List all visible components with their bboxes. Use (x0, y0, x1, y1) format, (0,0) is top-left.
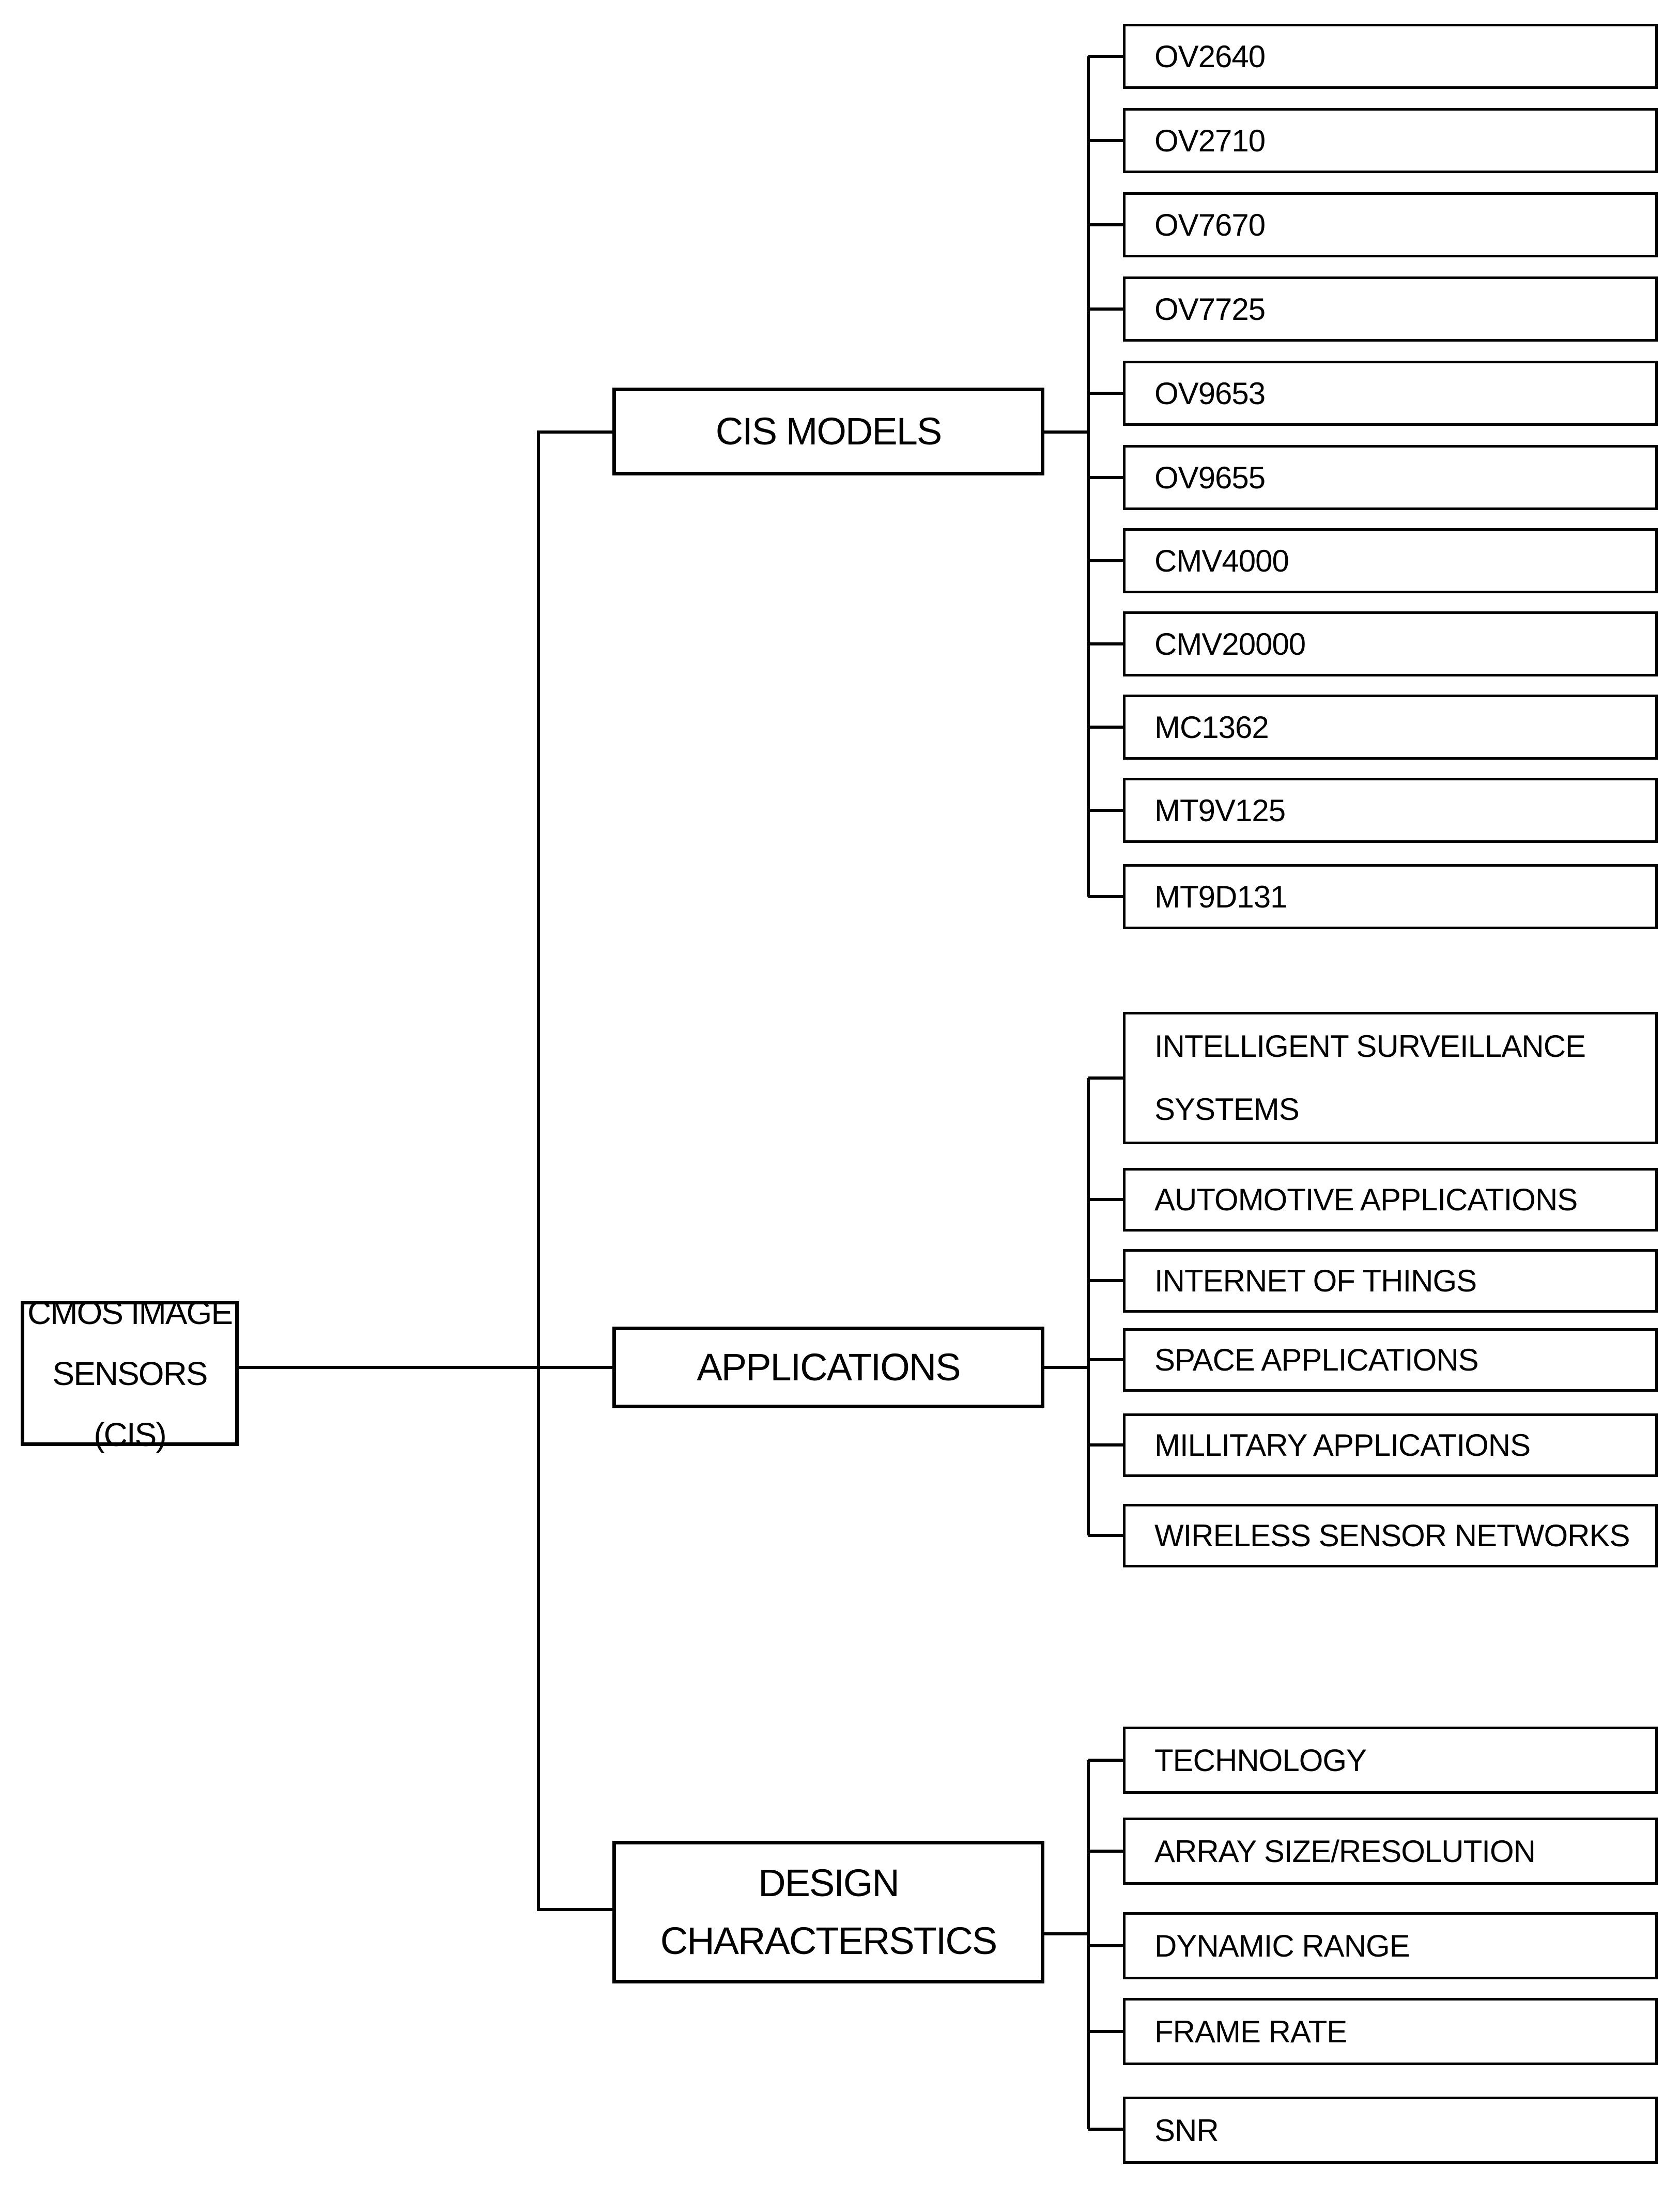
leaf-label: OV9655 (1154, 460, 1266, 495)
leaf-label: CMV4000 (1154, 543, 1289, 578)
leaf-ov2710: OV2710 (1123, 108, 1658, 173)
leaf-label: SPACE APPLICATIONS (1154, 1343, 1479, 1377)
leaf-array-size-resolution: ARRAY SIZE/RESOLUTION (1123, 1818, 1658, 1885)
cis-models-spine-and-stubs (1087, 55, 1125, 898)
leaf-ov7670: OV7670 (1123, 192, 1658, 257)
leaf-label: OV2640 (1154, 39, 1266, 74)
leaf-space-applications: SPACE APPLICATIONS (1123, 1328, 1658, 1392)
leaf-label-line2: SYSTEMS (1154, 1092, 1300, 1127)
leaf-dynamic-range: DYNAMIC RANGE (1123, 1912, 1658, 1979)
branch-design-label-line2: CHARACTERSTICS (660, 1919, 997, 1962)
leaf-internet-of-things: INTERNET OF THINGS (1123, 1249, 1658, 1313)
leaf-label: DYNAMIC RANGE (1154, 1928, 1410, 1963)
root-label-line1: CMOS IMAGE (27, 1294, 233, 1331)
branch-applications-label: APPLICATIONS (697, 1346, 961, 1389)
leaf-label: INTERNET OF THINGS (1154, 1264, 1477, 1298)
leaf-label: SNR (1154, 2113, 1219, 2148)
leaf-ov2640: OV2640 (1123, 24, 1658, 89)
leaf-label: OV7670 (1154, 207, 1266, 242)
root-node-cmos-image-sensors: CMOS IMAGE SENSORS (CIS) (21, 1294, 239, 1453)
leaf-label: MC1362 (1154, 710, 1269, 745)
applications-spine-and-stubs (1087, 1076, 1125, 1537)
leaf-label: MILLITARY APPLICATIONS (1154, 1428, 1531, 1463)
leaf-wireless-sensor-networks: WIRELESS SENSOR NETWORKS (1123, 1504, 1658, 1567)
leaf-cmv4000: CMV4000 (1123, 528, 1658, 593)
design-spine-and-stubs (1087, 1759, 1125, 2131)
branch-design-characteristics: DESIGN CHARACTERSTICS (612, 1841, 1044, 1983)
leaf-label: CMV20000 (1154, 626, 1306, 661)
leaf-frame-rate: FRAME RATE (1123, 1998, 1658, 2065)
root-label-line2: SENSORS (CIS) (52, 1355, 208, 1453)
branch-applications: APPLICATIONS (612, 1327, 1044, 1408)
leaf-ov9655: OV9655 (1123, 445, 1658, 510)
leaf-technology: TECHNOLOGY (1123, 1727, 1658, 1794)
branch-cis-models-label: CIS MODELS (715, 410, 942, 453)
branch-design-label-line1: DESIGN (758, 1861, 900, 1904)
leaf-automotive-applications: AUTOMOTIVE APPLICATIONS (1123, 1168, 1658, 1232)
leaf-label: MT9D131 (1154, 879, 1287, 914)
leaf-label: MT9V125 (1154, 793, 1286, 828)
leaf-label-line1: INTELLIGENT SURVEILLANCE (1154, 1029, 1586, 1064)
leaf-millitary-applications: MILLITARY APPLICATIONS (1123, 1413, 1658, 1477)
leaf-intelligent-surveillance-systems: INTELLIGENT SURVEILLANCE SYSTEMS (1123, 1012, 1658, 1144)
leaf-label: OV7725 (1154, 291, 1266, 327)
leaf-label: TECHNOLOGY (1154, 1743, 1367, 1778)
branch-cis-models: CIS MODELS (612, 388, 1044, 475)
leaf-label: ARRAY SIZE/RESOLUTION (1154, 1834, 1536, 1869)
leaf-label: OV2710 (1154, 123, 1266, 158)
leaf-mt9v125: MT9V125 (1123, 778, 1658, 843)
leaf-ov9653: OV9653 (1123, 361, 1658, 426)
leaf-label: WIRELESS SENSOR NETWORKS (1154, 1518, 1630, 1553)
leaf-label: AUTOMOTIVE APPLICATIONS (1154, 1182, 1578, 1217)
leaf-label: OV9653 (1154, 376, 1266, 411)
leaf-snr: SNR (1123, 2097, 1658, 2164)
leaf-label: FRAME RATE (1154, 2014, 1347, 2049)
leaf-cmv20000: CMV20000 (1123, 611, 1658, 676)
leaf-mc1362: MC1362 (1123, 695, 1658, 760)
leaf-mt9d131: MT9D131 (1123, 864, 1658, 929)
leaf-ov7725: OV7725 (1123, 276, 1658, 342)
